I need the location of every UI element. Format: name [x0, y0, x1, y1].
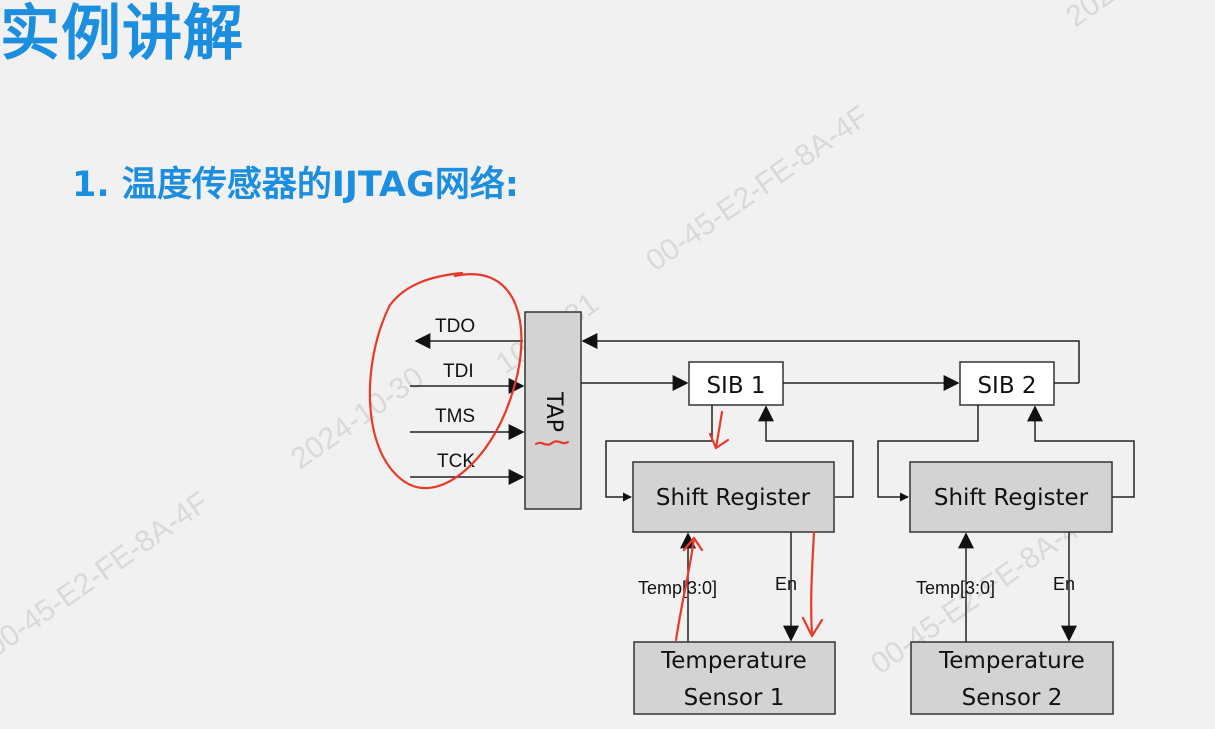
sensor-1-label-line2: Sensor 1	[684, 685, 785, 711]
page-title: 实例讲解	[0, 0, 244, 69]
temp1-label: Temp[3:0]	[638, 578, 717, 598]
sensor-2-label-line1: Temperature	[938, 648, 1085, 674]
tdo-return-path	[581, 333, 1080, 383]
shiftreg2-to-sib2-path	[1027, 405, 1135, 498]
sib1-to-shiftreg1-path	[605, 405, 713, 502]
tap-underline-annotation	[534, 440, 570, 446]
temp-up-annotation	[674, 536, 704, 642]
tck-label: TCK	[437, 451, 475, 472]
shift-register-2-box	[909, 461, 1113, 533]
watermark-date: 2024-10-30	[285, 361, 430, 476]
sib1-down-annotation	[708, 410, 730, 450]
watermark-id: 00-45-E2-FE-8A-4F	[640, 100, 875, 278]
en2-label: En	[1053, 574, 1075, 594]
tap-label: TAP	[541, 391, 566, 432]
en1-label: En	[775, 574, 797, 594]
tdi-label: TDI	[443, 361, 474, 382]
shift-register-1-label: Shift Register	[656, 485, 811, 511]
sib2-to-shiftreg2-path	[877, 405, 979, 502]
watermark-date-2: 2024-10-30	[1060, 0, 1205, 34]
sib2-label: SIB 2	[977, 373, 1036, 399]
section-heading: 1. 温度传感器的IJTAG网络:	[72, 165, 519, 205]
temp2-label: Temp[3:0]	[916, 578, 995, 598]
shift-register-2-label: Shift Register	[934, 485, 1089, 511]
signals-circle-annotation	[368, 271, 523, 490]
tms-label: TMS	[435, 406, 475, 427]
shiftreg1-to-sib1-path	[758, 405, 854, 498]
en-down-annotation	[801, 530, 824, 638]
temperature-sensor-1-box	[633, 641, 836, 715]
shift-register-1-box	[632, 461, 835, 533]
sensor-1-label-line1: Temperature	[660, 648, 807, 674]
sib1-label: SIB 1	[706, 373, 765, 399]
tdo-label: TDO	[435, 316, 475, 337]
sensor-2-label-line2: Sensor 2	[962, 685, 1063, 711]
tap-block	[524, 311, 582, 510]
temperature-sensor-2-box	[910, 641, 1114, 715]
watermark-id-2: 00-45-E2-FE-8A-4F	[0, 486, 215, 664]
red-annotations	[368, 271, 824, 642]
sib2-box	[959, 361, 1055, 406]
